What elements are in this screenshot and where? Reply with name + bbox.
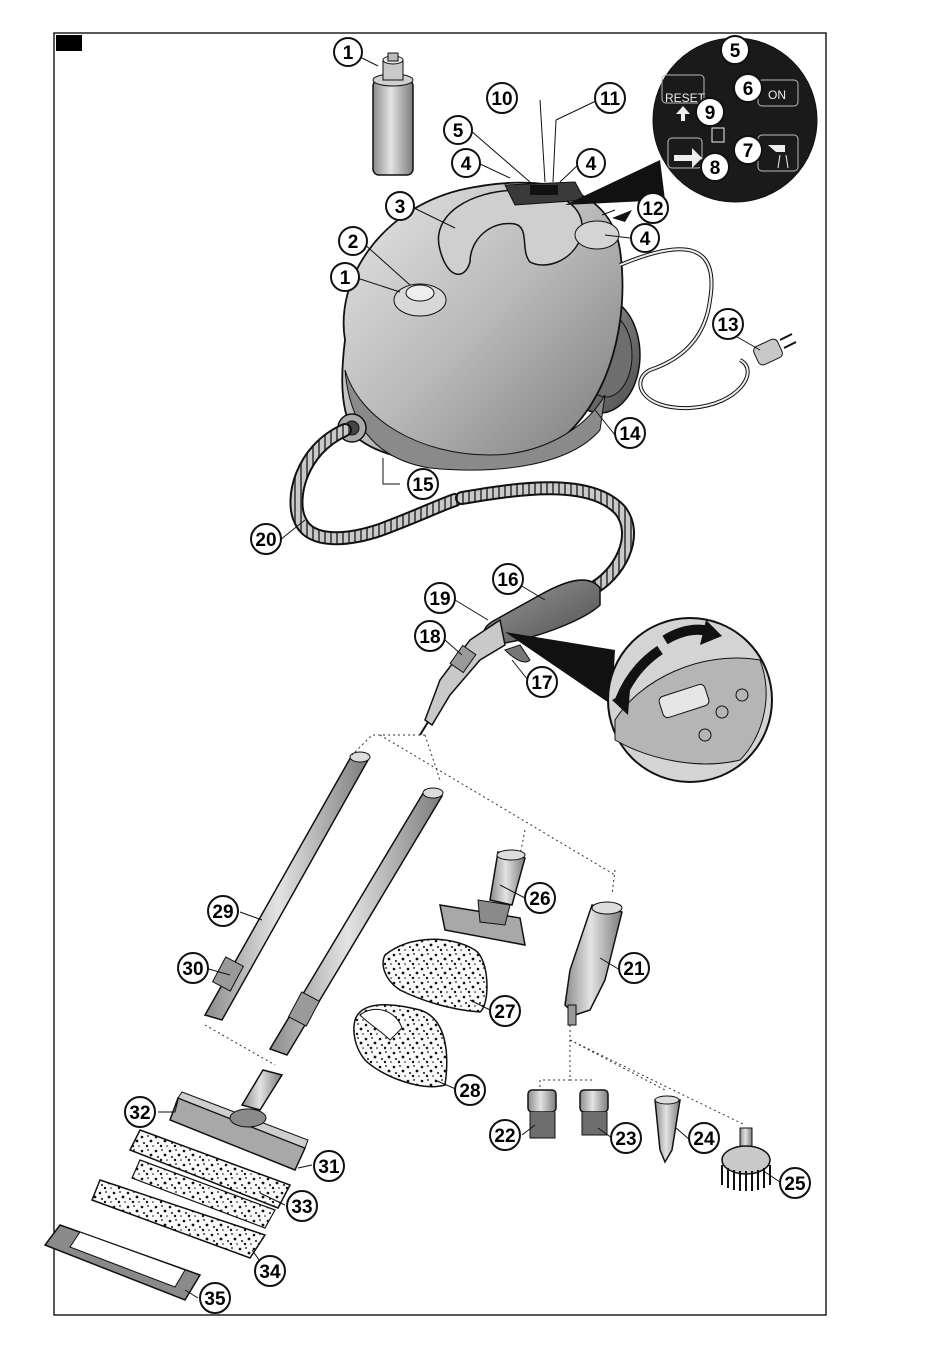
callout-number: 5 — [730, 41, 741, 62]
callout-c33: 33 — [287, 1191, 317, 1221]
filter-cartridge — [373, 53, 413, 175]
callout-c31: 31 — [314, 1151, 344, 1181]
callout-number: 20 — [255, 530, 276, 551]
callout-number: 17 — [531, 673, 552, 694]
callout-c4c: 4 — [631, 224, 659, 252]
callout-number: 26 — [529, 889, 550, 910]
callout-number: 15 — [412, 475, 434, 496]
callout-c32: 32 — [125, 1097, 155, 1127]
callout-number: 5 — [453, 121, 464, 142]
callout-number: 28 — [459, 1081, 480, 1102]
callout-number: 12 — [642, 199, 663, 220]
detail-nozzle — [565, 902, 622, 1025]
hand-nozzle — [440, 850, 525, 945]
callout-number: 8 — [710, 158, 721, 179]
control-panel-zoom: RESET ON — [565, 38, 817, 205]
callout-c5b: 5 — [721, 36, 749, 64]
callout-c6: 6 — [734, 74, 762, 102]
callout-c10: 10 — [487, 83, 517, 113]
callout-number: 4 — [640, 229, 651, 250]
callout-number: 33 — [291, 1197, 312, 1218]
callout-number: 30 — [182, 959, 203, 980]
callout-c1a: 1 — [334, 38, 362, 66]
callout-c9: 9 — [696, 98, 724, 126]
callout-number: 2 — [348, 232, 359, 253]
callout-c13: 13 — [713, 309, 743, 339]
callout-c23: 23 — [611, 1123, 641, 1153]
callout-number: 16 — [497, 570, 518, 591]
callout-c29: 29 — [208, 896, 238, 926]
callout-c2: 2 — [339, 227, 367, 255]
callout-number: 24 — [693, 1129, 715, 1150]
callout-c4a: 4 — [452, 149, 480, 177]
callout-number: 13 — [717, 315, 738, 336]
callout-c30: 30 — [178, 953, 208, 983]
power-nozzle — [655, 1096, 680, 1162]
corner-tab — [56, 35, 82, 51]
callout-c35: 35 — [200, 1283, 230, 1313]
callout-c28: 28 — [455, 1075, 485, 1105]
callout-number: 29 — [212, 902, 233, 923]
callout-c7: 7 — [734, 136, 762, 164]
callout-number: 7 — [743, 141, 754, 162]
callout-c25: 25 — [780, 1168, 810, 1198]
callout-number: 14 — [619, 424, 641, 445]
callout-number: 23 — [615, 1129, 636, 1150]
callout-c18: 18 — [415, 621, 445, 651]
callout-c8: 8 — [701, 153, 729, 181]
round-brush-large — [722, 1128, 770, 1191]
round-brush-small-a — [528, 1090, 556, 1138]
callout-number: 21 — [623, 959, 645, 980]
on-label: ON — [768, 88, 786, 102]
callout-number: 35 — [204, 1289, 226, 1310]
callout-c16: 16 — [493, 564, 523, 594]
callout-c17: 17 — [527, 667, 557, 697]
callout-number: 32 — [129, 1103, 150, 1124]
trigger-lock-zoom — [505, 618, 772, 782]
callout-c21: 21 — [619, 953, 649, 983]
callout-number: 11 — [600, 89, 621, 110]
callout-number: 10 — [491, 89, 512, 110]
callout-number: 18 — [419, 627, 440, 648]
power-plug — [752, 334, 796, 367]
callout-c22: 22 — [490, 1120, 520, 1150]
callout-number: 4 — [586, 154, 597, 175]
callout-c4b: 4 — [577, 149, 605, 177]
callout-c3: 3 — [386, 192, 414, 220]
callout-number: 1 — [340, 268, 351, 289]
callout-number: 6 — [743, 79, 754, 100]
callout-c11: 11 — [595, 83, 625, 113]
callout-c1b: 1 — [331, 263, 359, 291]
callout-number: 9 — [705, 103, 716, 124]
callout-c27: 27 — [490, 996, 520, 1026]
callout-number: 1 — [343, 43, 354, 64]
callout-number: 4 — [461, 154, 472, 175]
callout-number: 34 — [259, 1262, 281, 1283]
callout-c20: 20 — [251, 524, 281, 554]
callout-number: 22 — [494, 1126, 515, 1147]
callout-c26: 26 — [525, 883, 555, 913]
callout-number: 31 — [318, 1157, 340, 1178]
callout-number: 27 — [494, 1002, 515, 1023]
callout-number: 25 — [784, 1174, 806, 1195]
callout-c34: 34 — [255, 1256, 285, 1286]
callout-c15: 15 — [408, 469, 438, 499]
callout-c19: 19 — [425, 583, 455, 613]
callout-number: 19 — [429, 589, 450, 610]
indicator-arrow — [612, 210, 632, 222]
callout-number: 3 — [395, 197, 406, 218]
callout-c12: 12 — [638, 193, 668, 223]
callout-c14: 14 — [615, 418, 645, 448]
steam-cleaner-body — [338, 182, 640, 470]
callout-c24: 24 — [689, 1123, 719, 1153]
round-brush-small-b — [580, 1090, 608, 1135]
carpet-glider — [45, 1225, 200, 1300]
callout-c5a: 5 — [444, 116, 472, 144]
